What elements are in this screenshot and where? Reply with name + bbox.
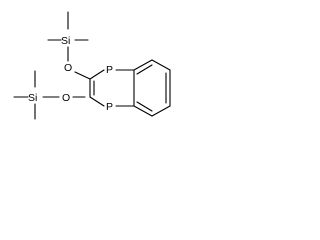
atom-label-p-top: P bbox=[106, 64, 113, 76]
molecule-diagram: Si O P Si O P bbox=[13, 11, 171, 120]
atom-label-si-bottom: Si bbox=[28, 92, 37, 104]
atom-label-si-top: Si bbox=[61, 35, 70, 47]
bond-c8-c7 bbox=[151, 59, 171, 71]
atom-label-p-bottom: P bbox=[106, 101, 113, 113]
bond-c3-p4 bbox=[89, 96, 105, 107]
atom-label-o-top: O bbox=[64, 62, 72, 74]
bond-c8a-c8-double bbox=[136, 64, 153, 75]
bond-c8a-c8 bbox=[133, 59, 153, 71]
trimethylsilyl-group-bottom bbox=[13, 70, 60, 120]
trimethylsilyl-group-top bbox=[47, 11, 89, 62]
atom-label-o-bottom: O bbox=[62, 92, 70, 104]
benzene-ring bbox=[133, 59, 171, 117]
bond-c5-c4a bbox=[133, 105, 153, 117]
bond-c5-c4a-double bbox=[136, 101, 153, 112]
bond-c6-c5 bbox=[151, 105, 171, 117]
bond-c2-p1 bbox=[89, 69, 105, 80]
bond-o-ring-top bbox=[74, 71, 91, 80]
diphosphinine-ring bbox=[89, 69, 135, 107]
